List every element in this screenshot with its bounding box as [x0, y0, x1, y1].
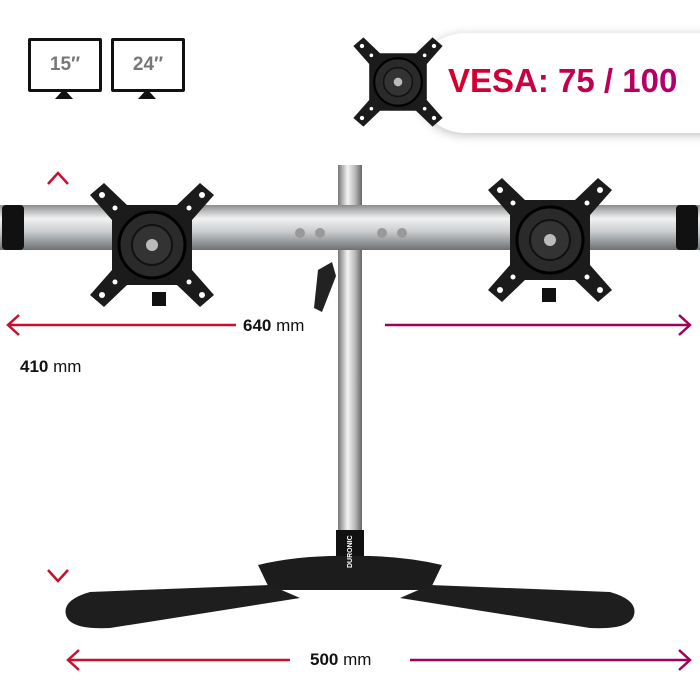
vesa-label: VESA: 75 / 100 [448, 62, 678, 99]
monitor-stand-icon [55, 89, 73, 99]
monitor-size-label: 15″ [49, 54, 81, 75]
vesa-plate-icon [352, 36, 444, 128]
right-foot [400, 585, 635, 629]
vesa-badge [415, 33, 700, 133]
width-dimension: 640 mm [243, 316, 305, 335]
base-dimension: 500 mm [310, 650, 372, 669]
base-arrow [66, 649, 692, 671]
base-hub [258, 555, 442, 590]
width-arrow [6, 314, 692, 336]
monitor-icon-15: 15″ [28, 38, 102, 92]
svg-text:DURONIC: DURONIC [347, 535, 354, 568]
left-foot [65, 585, 300, 629]
height-dimension: 410 mm [20, 357, 82, 376]
height-arrow [47, 171, 69, 583]
monitor-stand-icon [138, 89, 156, 99]
monitor-size-label: 24″ [132, 54, 164, 75]
